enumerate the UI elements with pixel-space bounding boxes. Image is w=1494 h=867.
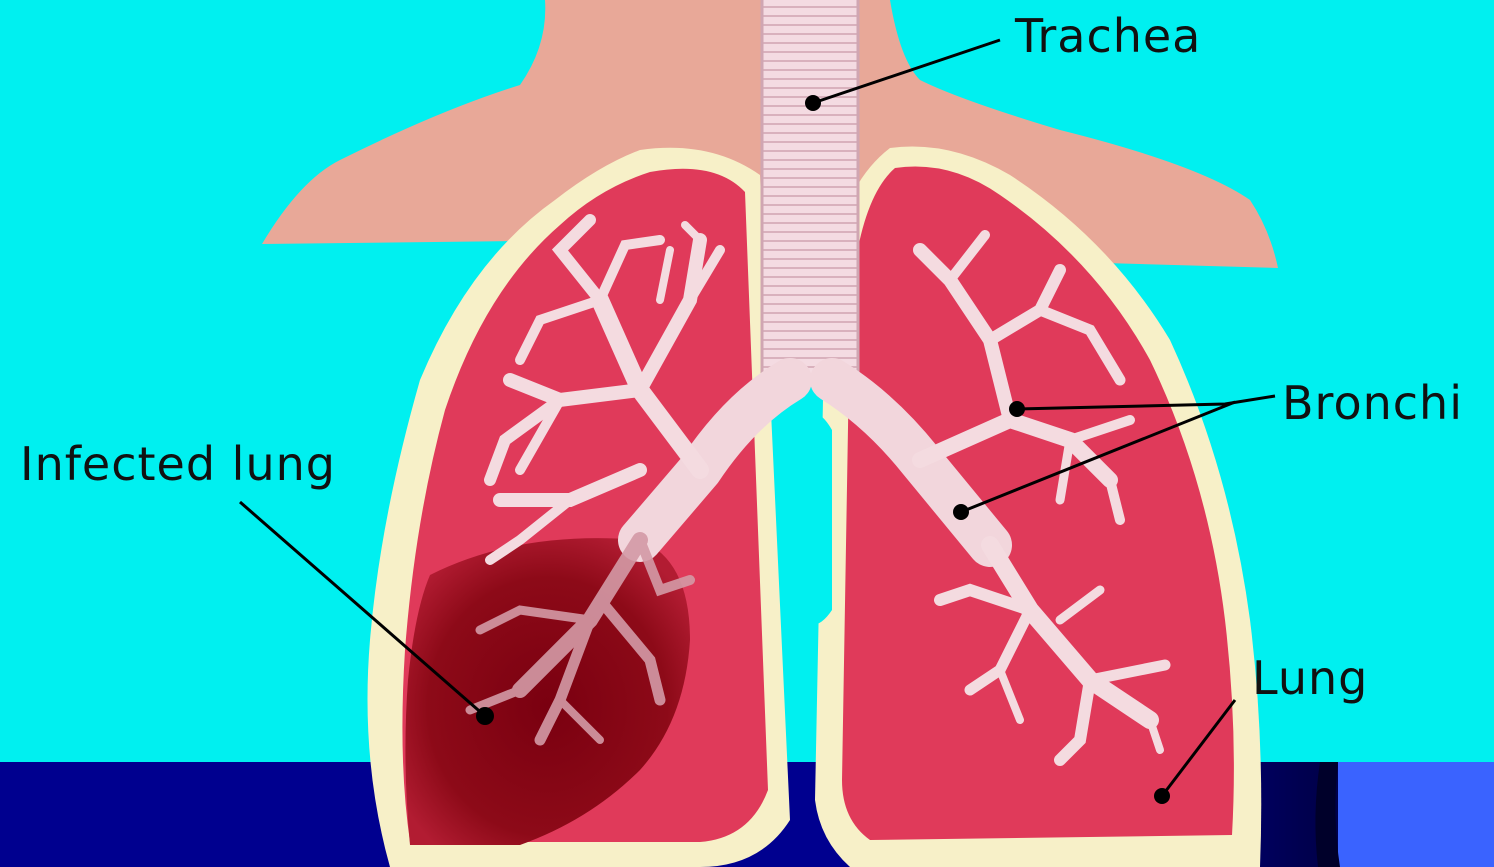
floor-band-right xyxy=(1338,762,1494,867)
infected-lung-dot xyxy=(476,707,494,725)
trachea-dot xyxy=(805,95,821,111)
bronchi-label: Bronchi xyxy=(1282,376,1463,430)
lung-label: Lung xyxy=(1252,651,1368,705)
bronchi-dot-1 xyxy=(1009,401,1025,417)
carina-gap xyxy=(792,413,832,626)
trachea xyxy=(762,0,858,385)
bronchi-dot-2 xyxy=(953,504,969,520)
trachea-label: Trachea xyxy=(1014,9,1201,63)
infected-lung-label: Infected lung xyxy=(20,437,336,491)
lung-dot xyxy=(1154,788,1170,804)
